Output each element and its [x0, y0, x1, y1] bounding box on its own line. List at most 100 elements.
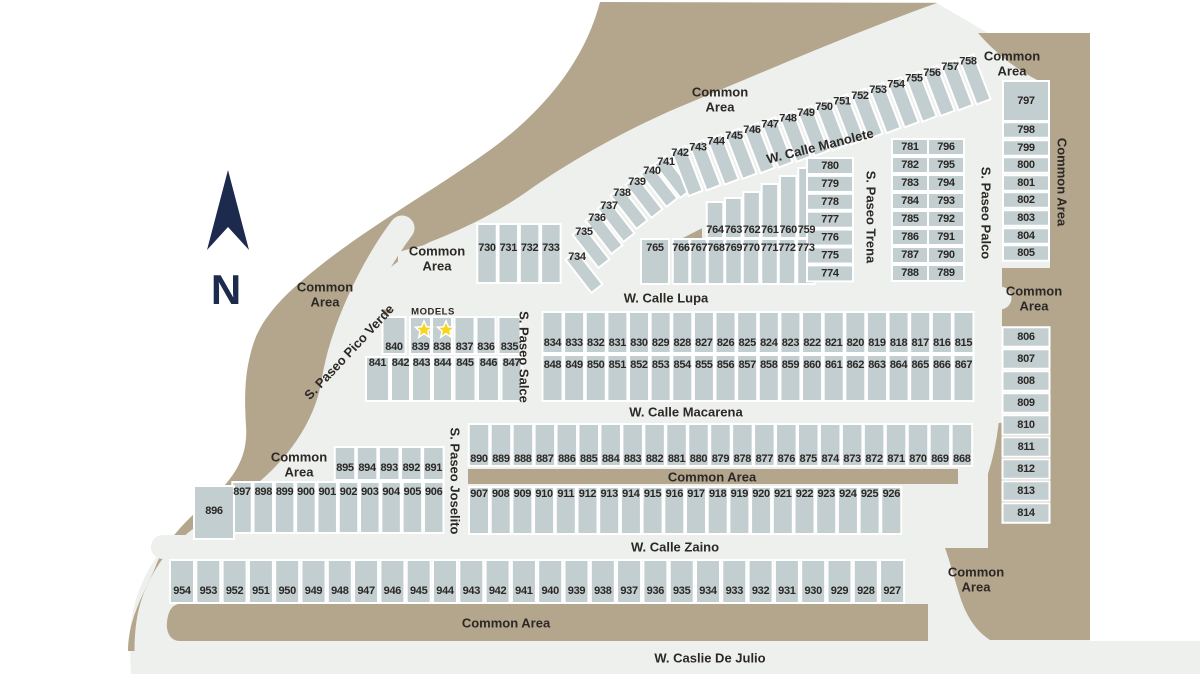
- lot-935[interactable]: [668, 559, 695, 604]
- lot-812[interactable]: [1001, 458, 1051, 480]
- lot-882[interactable]: [643, 423, 666, 467]
- lot-747[interactable]: [760, 116, 794, 169]
- lot-735[interactable]: [571, 224, 611, 270]
- lot-936[interactable]: [642, 559, 669, 604]
- lot-765[interactable]: [640, 238, 670, 285]
- lot-751[interactable]: [832, 93, 866, 146]
- lot-854[interactable]: [671, 354, 694, 402]
- lot-947[interactable]: [353, 559, 380, 604]
- lot-739[interactable]: [624, 174, 664, 220]
- lot-934[interactable]: [695, 559, 721, 604]
- lot-914[interactable]: [619, 486, 642, 535]
- lot-834[interactable]: [541, 311, 564, 354]
- lot-798[interactable]: [1002, 121, 1050, 139]
- lot-814[interactable]: [1001, 502, 1051, 524]
- lot-911[interactable]: [554, 486, 577, 535]
- lot-920[interactable]: [750, 486, 773, 535]
- lot-901[interactable]: [316, 481, 338, 534]
- lot-928[interactable]: [852, 559, 879, 604]
- lot-796[interactable]: [927, 138, 965, 156]
- lot-861[interactable]: [822, 354, 845, 402]
- lot-731[interactable]: [497, 223, 520, 284]
- lot-848[interactable]: [541, 354, 564, 402]
- lot-795[interactable]: [927, 156, 965, 174]
- lot-852[interactable]: [628, 354, 651, 402]
- lot-835[interactable]: [497, 316, 522, 355]
- lot-878[interactable]: [731, 423, 754, 467]
- lot-871[interactable]: [884, 423, 908, 467]
- lot-800[interactable]: [1002, 156, 1050, 174]
- lot-811[interactable]: [1001, 436, 1051, 458]
- lot-758[interactable]: [958, 53, 992, 106]
- lot-809[interactable]: [1001, 392, 1051, 414]
- lot-849[interactable]: [563, 354, 586, 402]
- lot-895[interactable]: [333, 446, 357, 481]
- lot-925[interactable]: [858, 486, 881, 535]
- lot-945[interactable]: [405, 559, 432, 604]
- lot-869[interactable]: [928, 423, 952, 467]
- lot-881[interactable]: [665, 423, 688, 467]
- lot-810[interactable]: [1001, 414, 1051, 436]
- lot-802[interactable]: [1002, 191, 1050, 209]
- lot-790[interactable]: [927, 246, 965, 264]
- lot-770[interactable]: [741, 238, 761, 285]
- lot-801[interactable]: [1002, 174, 1050, 192]
- lot-741[interactable]: [653, 154, 693, 200]
- lot-859[interactable]: [779, 354, 802, 402]
- lot-910[interactable]: [533, 486, 556, 535]
- lot-830[interactable]: [628, 311, 651, 354]
- lot-856[interactable]: [714, 354, 737, 402]
- lot-821[interactable]: [822, 311, 845, 354]
- lot-926[interactable]: [880, 486, 903, 535]
- lot-939[interactable]: [563, 559, 590, 604]
- lot-918[interactable]: [706, 486, 729, 535]
- lot-873[interactable]: [840, 423, 864, 467]
- lot-913[interactable]: [598, 486, 621, 535]
- lot-817[interactable]: [909, 311, 932, 354]
- lot-883[interactable]: [621, 423, 644, 467]
- lot-890[interactable]: [467, 423, 491, 467]
- lot-899[interactable]: [273, 481, 296, 534]
- lot-851[interactable]: [606, 354, 629, 402]
- lot-919[interactable]: [728, 486, 751, 535]
- lot-799[interactable]: [1002, 139, 1050, 157]
- lot-855[interactable]: [692, 354, 715, 402]
- lot-840[interactable]: [381, 316, 407, 355]
- lot-815[interactable]: [952, 311, 975, 354]
- lot-903[interactable]: [359, 481, 381, 534]
- lot-858[interactable]: [757, 354, 780, 402]
- lot-885[interactable]: [577, 423, 600, 467]
- lot-952[interactable]: [221, 559, 248, 604]
- lot-900[interactable]: [295, 481, 317, 534]
- lot-875[interactable]: [797, 423, 820, 467]
- lot-886[interactable]: [555, 423, 579, 467]
- lot-816[interactable]: [930, 311, 953, 354]
- lot-932[interactable]: [747, 559, 774, 604]
- lot-862[interactable]: [844, 354, 867, 402]
- lot-938[interactable]: [589, 559, 616, 604]
- lot-884[interactable]: [599, 423, 622, 467]
- lot-748[interactable]: [778, 110, 812, 164]
- lot-889[interactable]: [489, 423, 513, 467]
- lot-730[interactable]: [476, 223, 498, 284]
- lot-888[interactable]: [511, 423, 535, 467]
- lot-929[interactable]: [826, 559, 853, 604]
- lot-949[interactable]: [300, 559, 327, 604]
- lot-921[interactable]: [771, 486, 794, 535]
- lot-887[interactable]: [533, 423, 557, 467]
- lot-833[interactable]: [563, 311, 586, 354]
- lot-797[interactable]: [1002, 80, 1050, 122]
- lot-737[interactable]: [596, 198, 636, 244]
- lot-745[interactable]: [724, 127, 758, 181]
- lot-908[interactable]: [489, 486, 512, 535]
- lot-870[interactable]: [906, 423, 930, 467]
- lot-828[interactable]: [671, 311, 694, 354]
- lot-902[interactable]: [337, 481, 360, 534]
- lot-804[interactable]: [1002, 227, 1050, 245]
- lot-898[interactable]: [252, 481, 275, 534]
- lot-905[interactable]: [401, 481, 424, 534]
- lot-825[interactable]: [736, 311, 759, 354]
- lot-792[interactable]: [927, 210, 965, 228]
- lot-732[interactable]: [518, 223, 541, 284]
- lot-819[interactable]: [865, 311, 888, 354]
